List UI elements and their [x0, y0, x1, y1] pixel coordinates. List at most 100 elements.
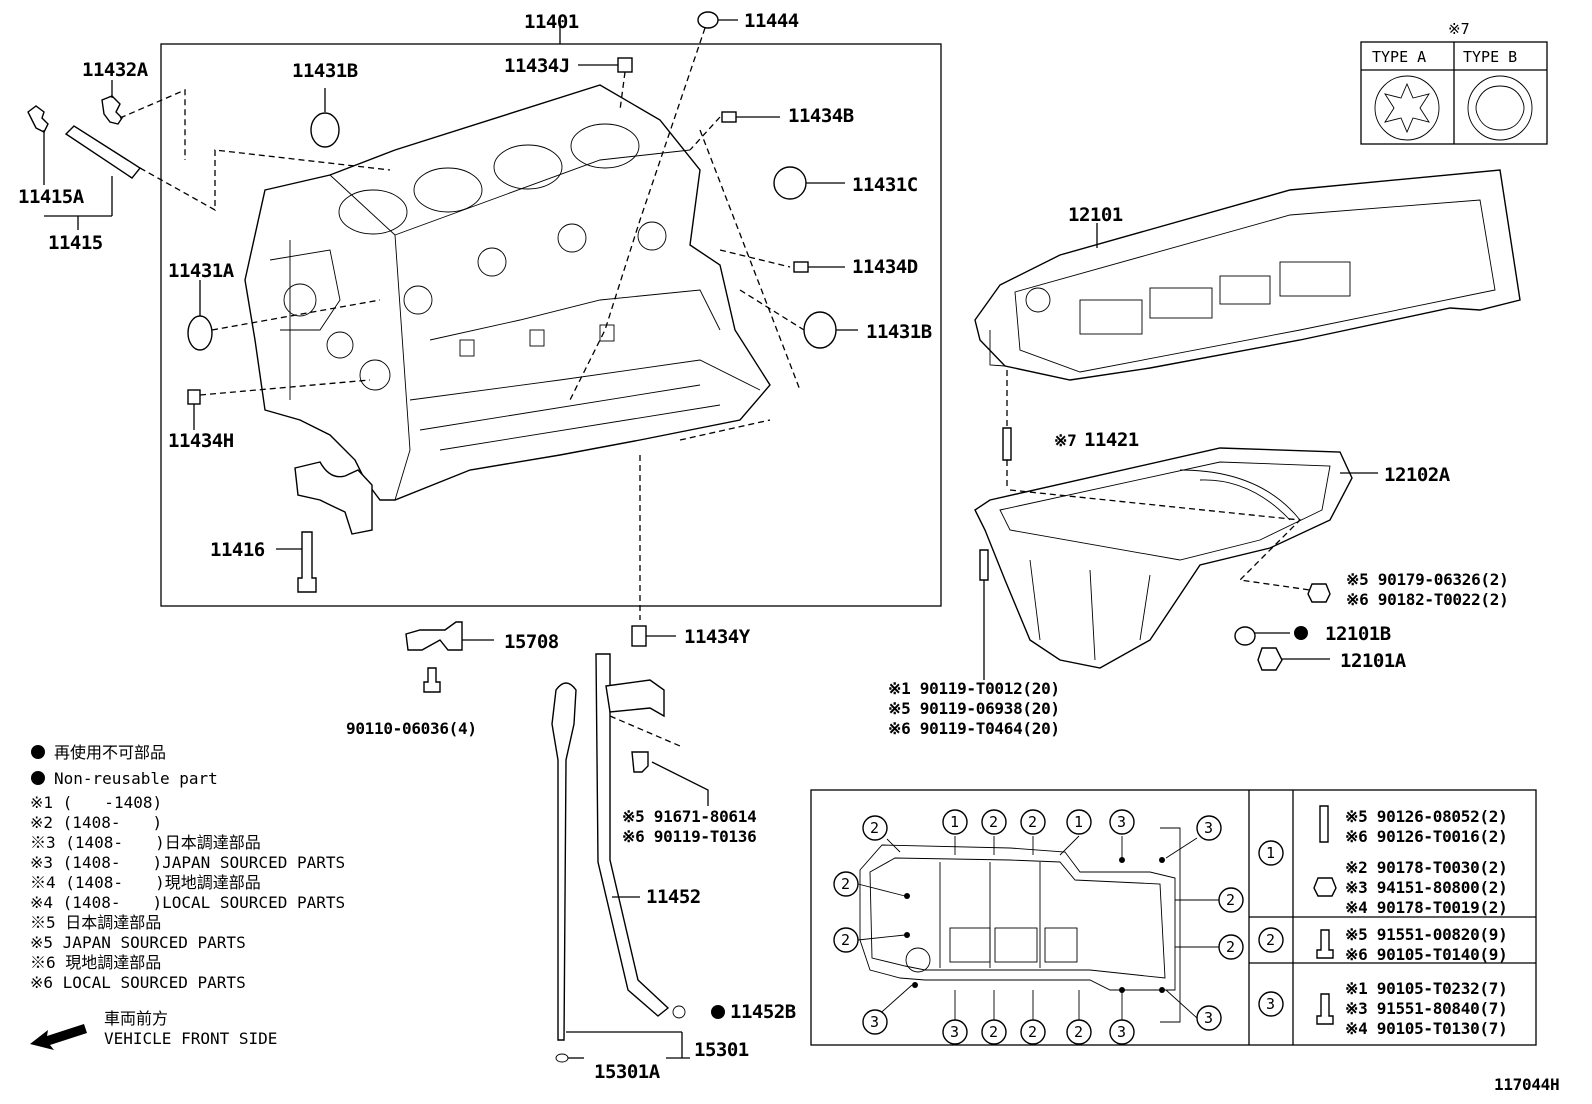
callout-top-5: 3: [1117, 813, 1126, 831]
label-90182: ※6 90182-T0022(2): [1346, 590, 1508, 609]
oil-pipe-parts: [27, 80, 142, 230]
pan-callouts: 2 1 2 2 1 3 3 2 2 3 2 2 3 3 2 2 2 3 1 2 …: [841, 813, 1275, 1041]
front-label-en: VEHICLE FRONT SIDE: [104, 1029, 277, 1048]
legend-dot-jp: [31, 745, 45, 759]
sensor-15708: [405, 621, 463, 651]
label-11432a: 11432A: [82, 59, 149, 81]
table-part-1-3: ※3 94151-80800(2): [1345, 878, 1507, 897]
seal-11431a: [187, 315, 213, 351]
label-12102a: 12102A: [1384, 464, 1451, 486]
type-b-label: TYPE B: [1463, 48, 1517, 66]
label-11452b: 11452B: [730, 1001, 796, 1023]
bolt-90110: [423, 667, 441, 693]
table-part-3-2: ※4 90105-T0130(7): [1345, 1019, 1507, 1038]
callout-top-0: 2: [870, 819, 879, 837]
legend-line-8: ※5 日本調達部品: [30, 913, 161, 932]
callout-bottom-1: 2: [989, 1023, 998, 1041]
bolt-90119: [979, 549, 989, 581]
table-part-2-0: ※5 91551-00820(9): [1345, 925, 1507, 944]
table-key-1: 1: [1266, 844, 1275, 862]
front-label-jp: 車両前方: [104, 1009, 168, 1028]
label-11452: 11452: [646, 886, 701, 908]
callout-left-1: 2: [841, 931, 850, 949]
legend-line-0: 再使用不可部品: [54, 743, 166, 762]
plug-12101a: [1257, 647, 1283, 671]
table-part-2-1: ※6 90105-T0140(9): [1345, 945, 1507, 964]
type-box-mark: ※7: [1448, 20, 1470, 38]
table-part-3-1: ※3 91551-80840(7): [1345, 999, 1507, 1018]
diagram-code: 117044H: [1494, 1075, 1559, 1094]
table-part-1-2: ※2 90178-T0030(2): [1345, 858, 1507, 877]
dipstick-guide-tube: [595, 653, 709, 1019]
plug-11431b-top: [310, 112, 340, 148]
label-91671: ※5 91671-80614: [622, 807, 756, 826]
legend-line-2: ※1 ( -1408): [30, 793, 162, 812]
label-11431a: 11431A: [168, 260, 235, 282]
callout-top-2: 2: [989, 813, 998, 831]
label-11401: 11401: [524, 11, 579, 33]
label-11444: 11444: [744, 10, 799, 32]
plug-11431c: [773, 166, 807, 200]
callout-bottom-3: 2: [1074, 1023, 1083, 1041]
legend-line-7: ※4 (1408- )LOCAL SOURCED PARTS: [30, 893, 345, 912]
plug-11444: [697, 11, 719, 29]
label-12101b: 12101B: [1325, 623, 1391, 645]
legend-line-10: ※6 現地調達部品: [30, 953, 161, 972]
part-labels-small: ※7 90110-06036(4) ※5 91671-80614 ※6 9011…: [346, 431, 1560, 1094]
part-labels: 11401 11444 11432A 11434J 11431B 11434B …: [18, 10, 1451, 1083]
bolt-11416: [297, 531, 317, 593]
bolt-map-box: [810, 789, 1537, 1046]
gasket-12101b: [1234, 626, 1256, 646]
table-part-1-0: ※5 90126-08052(2): [1345, 807, 1507, 826]
engine-block-drawing: [244, 84, 771, 501]
label-90110: 90110-06036(4): [346, 719, 477, 738]
engine-block-frame: [160, 43, 942, 607]
legend-line-4: ※3 (1408- )日本調達部品: [30, 833, 261, 852]
callout-bottom-0: 3: [950, 1023, 959, 1041]
legend-line-5: ※3 (1408- )JAPAN SOURCED PARTS: [30, 853, 345, 872]
label-11434b: 11434B: [788, 105, 854, 127]
callout-right-0: 2: [1226, 891, 1235, 909]
nut-90179: [1307, 583, 1331, 603]
table-key-2: 2: [1266, 931, 1275, 949]
label-11416: 11416: [210, 539, 265, 561]
label-90119-6: ※6 90119-T0464(20): [888, 719, 1060, 738]
label-15301a: 15301A: [594, 1061, 661, 1083]
label-90119-5: ※5 90119-06938(20): [888, 699, 1060, 718]
label-11431b-right: 11431B: [866, 321, 932, 343]
table-part-3-0: ※1 90105-T0232(7): [1345, 979, 1507, 998]
legend-line-1: Non-reusable part: [54, 769, 218, 788]
label-11421-mark: ※7: [1054, 431, 1076, 450]
label-12101a: 12101A: [1340, 650, 1407, 672]
table-part-1-1: ※6 90126-T0016(2): [1345, 827, 1507, 846]
nonreusable-dot-11452b: [711, 1005, 725, 1019]
legend: 再使用不可部品 Non-reusable part ※1 ( -1408) ※2…: [30, 743, 345, 1048]
label-11434h: 11434H: [168, 430, 234, 452]
label-11434y: 11434Y: [684, 626, 751, 648]
callout-left-0: 2: [841, 875, 850, 893]
label-90119-t0136: ※6 90119-T0136: [622, 827, 756, 846]
label-15708: 15708: [504, 631, 559, 653]
type-a-label: TYPE A: [1372, 48, 1426, 66]
pin-11434j: [617, 57, 633, 73]
legend-line-6: ※4 (1408- )現地調達部品: [30, 873, 261, 892]
oil-pan-lower: [974, 447, 1378, 669]
callout-top-1: 1: [950, 813, 959, 831]
label-11415: 11415: [48, 232, 103, 254]
front-arrow-icon: [30, 1024, 87, 1050]
label-11431b-top: 11431B: [292, 60, 358, 82]
label-11415a: 11415A: [18, 186, 85, 208]
dipstick: [551, 682, 690, 1063]
oil-pan-upper: [974, 169, 1521, 381]
label-11421: 11421: [1084, 429, 1139, 451]
label-12101: 12101: [1068, 204, 1123, 226]
label-11434j: 11434J: [504, 55, 570, 77]
type-box: [1360, 41, 1548, 145]
bearing-cap: [294, 461, 373, 535]
legend-dot-en: [31, 771, 45, 785]
pin-11434y: [631, 625, 647, 647]
label-15301: 15301: [694, 1039, 749, 1061]
callout-top-4: 1: [1074, 813, 1083, 831]
